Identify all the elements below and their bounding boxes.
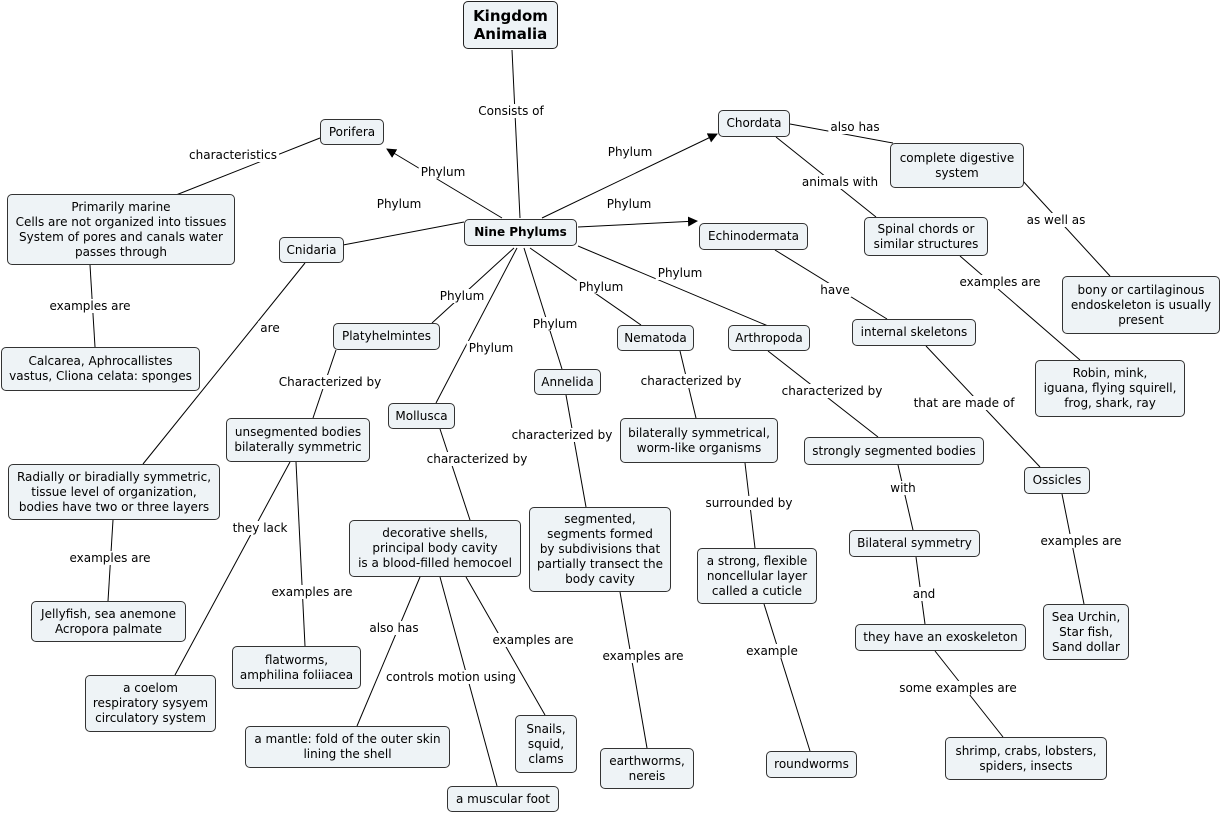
cuticle-node[interactable]: a strong, flexible noncellular layer cal… (697, 548, 817, 604)
arthropoda-characteristics-node[interactable]: strongly segmented bodies (804, 437, 984, 465)
mollusca-node[interactable]: Mollusca (388, 403, 455, 429)
link-label-consists-of: Consists of (476, 104, 546, 118)
nematoda-characteristics-node[interactable]: bilaterally symmetrical, worm-like organ… (620, 418, 778, 463)
echinodermata-examples-node[interactable]: Sea Urchin, Star fish, Sand dollar (1043, 604, 1129, 660)
link-label-and: and (910, 587, 938, 601)
cnidaria-examples-node[interactable]: Jellyfish, sea anemone Acropora palmate (31, 601, 186, 642)
link-label-phylum-porifera: Phylum (418, 165, 468, 179)
link-label-as-well-as: as well as (1024, 213, 1088, 227)
link-label-with: with (888, 481, 918, 495)
arthropoda-node[interactable]: Arthropoda (728, 325, 810, 351)
annelida-examples-node[interactable]: earthworms, nereis (600, 748, 694, 789)
arthropoda-examples-node[interactable]: shrimp, crabs, lobsters, spiders, insect… (945, 737, 1107, 780)
link-label-are: are (258, 321, 282, 335)
platyhelmintes-characteristics-node[interactable]: unsegmented bodies bilaterally symmetric (226, 418, 370, 462)
complete-digestive-node[interactable]: complete digestive system (890, 143, 1024, 188)
platyhelmintes-lack-node[interactable]: a coelom respiratory sysyem circulatory … (85, 675, 216, 732)
link-label-phylum-arthropoda: Phylum (655, 266, 705, 280)
link-label-annelida-examples: examples are (600, 649, 686, 663)
mollusca-examples-node[interactable]: Snails, squid, clams (515, 715, 577, 773)
chordata-node[interactable]: Chordata (718, 110, 790, 137)
cnidaria-characteristics-node[interactable]: Radially or biradially symmetric, tissue… (8, 464, 220, 520)
chordata-examples-node[interactable]: Robin, mink, iguana, flying squirell, fr… (1035, 360, 1185, 417)
roundworms-node[interactable]: roundworms (766, 751, 857, 778)
porifera-characteristics-node[interactable]: Primarily marine Cells are not organized… (7, 194, 235, 265)
ossicles-node[interactable]: Ossicles (1024, 467, 1090, 494)
link-label-annelida-characterized: characterized by (509, 428, 615, 442)
link-label-platy-examples: examples are (269, 585, 355, 599)
link-label-phylum-mollusca: Phylum (466, 341, 516, 355)
internal-skeletons-node[interactable]: internal skeletons (852, 319, 976, 346)
exoskeleton-node[interactable]: they have an exoskeleton (855, 624, 1026, 651)
link-label-porifera-examples: examples are (47, 299, 133, 313)
link-label-controls-motion: controls motion using (384, 670, 518, 684)
link-label-chordata-examples: examples are (957, 275, 1043, 289)
link-label-cnidaria-examples: examples are (67, 551, 153, 565)
link-label-also-has-mantle: also has (367, 621, 421, 635)
link-label-also-has-digestive: also has (828, 120, 882, 134)
link-label-platy-characterized: Characterized by (276, 375, 384, 389)
spinal-chords-node[interactable]: Spinal chords or similar structures (864, 217, 988, 256)
link-label-phylum-chordata: Phylum (605, 145, 655, 159)
link-label-surrounded-by: surrounded by (703, 496, 795, 510)
nine-phylums-node[interactable]: Nine Phylums (464, 219, 577, 246)
link-label-phylum-annelida: Phylum (530, 317, 580, 331)
nematoda-node[interactable]: Nematoda (617, 325, 694, 351)
link-label-mollusca-characterized: characterized by (424, 452, 530, 466)
link-label-animals-with: animals with (799, 175, 881, 189)
link-label-phylum-cnidaria: Phylum (374, 197, 424, 211)
link-label-example: example (744, 644, 800, 658)
endoskeleton-node[interactable]: bony or cartilaginous endoskeleton is us… (1062, 276, 1220, 334)
link-label-nematoda-characterized: characterized by (638, 374, 744, 388)
annelida-node[interactable]: Annelida (534, 369, 601, 395)
mantle-node[interactable]: a mantle: fold of the outer skin lining … (245, 726, 450, 768)
link-label-have: have (818, 283, 852, 297)
platyhelmintes-examples-node[interactable]: flatworms, amphilina foliiacea (232, 646, 361, 689)
annelida-characteristics-node[interactable]: segmented, segments formed by subdivisio… (529, 507, 671, 592)
link-label-phylum-platyhelmintes: Phylum (437, 289, 487, 303)
porifera-node[interactable]: Porifera (320, 119, 384, 145)
link-label-some-examples: some examples are (897, 681, 1019, 695)
link-label-characteristics: characteristics (187, 148, 279, 162)
link-label-mollusca-examples: examples are (490, 633, 576, 647)
link-label-arthropoda-characterized: characterized by (779, 384, 885, 398)
kingdom-animalia-node[interactable]: Kingdom Animalia (463, 1, 558, 49)
link-label-echino-examples: examples are (1038, 534, 1124, 548)
link-label-phylum-echinodermata: Phylum (604, 197, 654, 211)
link-label-they-lack: they lack (230, 521, 290, 535)
link-label-phylum-nematoda: Phylum (576, 280, 626, 294)
link-label-that-are-made-of: that are made of (911, 396, 1017, 410)
cnidaria-node[interactable]: Cnidaria (279, 237, 344, 263)
porifera-examples-node[interactable]: Calcarea, Aphrocallistes vastus, Cliona … (1, 347, 200, 391)
mollusca-characteristics-node[interactable]: decorative shells, principal body cavity… (349, 520, 521, 577)
echinodermata-node[interactable]: Echinodermata (699, 223, 808, 250)
bilateral-symmetry-node[interactable]: Bilateral symmetry (849, 530, 980, 557)
muscular-foot-node[interactable]: a muscular foot (447, 786, 559, 812)
platyhelmintes-node[interactable]: Platyhelmintes (333, 323, 440, 350)
